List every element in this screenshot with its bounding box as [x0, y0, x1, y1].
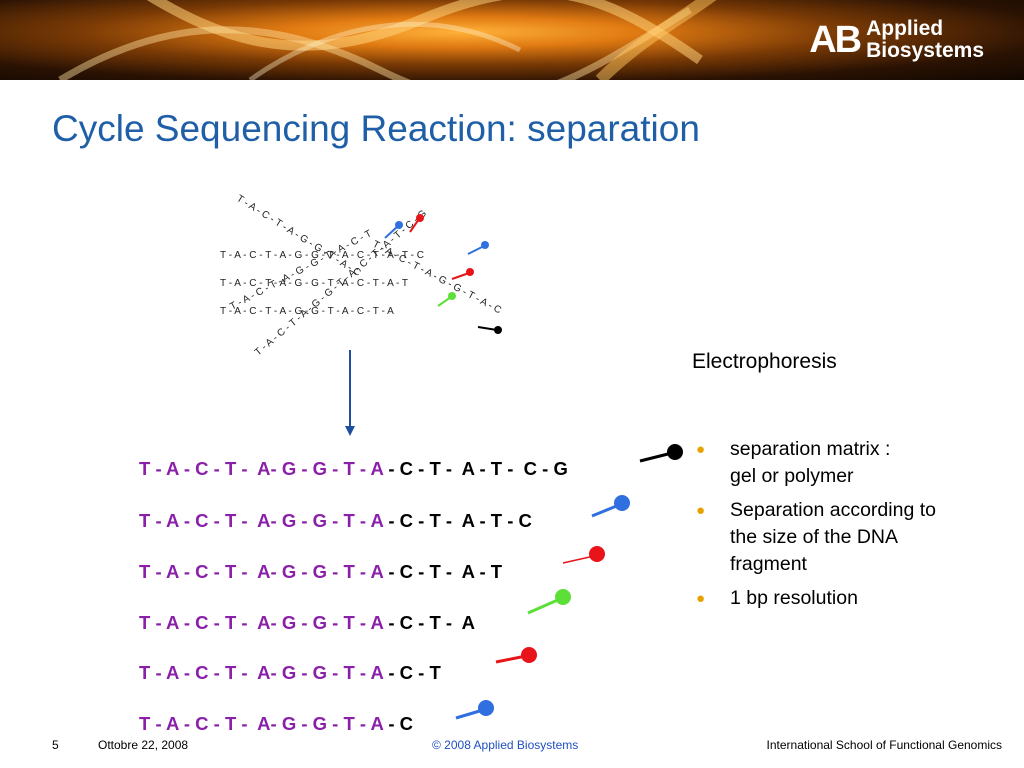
logo-mark: AB	[809, 18, 862, 61]
bullet-dot-icon: ●	[696, 441, 706, 458]
fragment-row-4: T - A - C - T - A- G - G - T - A - C - T…	[139, 612, 476, 633]
bullet-dot-icon: ●	[696, 590, 706, 607]
bullet-item: ● 1 bp resolution	[696, 585, 996, 612]
footer-event: International School of Functional Genom…	[766, 738, 1002, 752]
bullet-item: ● Separation according to the size of th…	[696, 499, 936, 575]
applied-biosystems-logo: AB Applied Biosystems	[809, 14, 984, 66]
bullet-dot-icon: ●	[696, 502, 706, 519]
bullet-list: ● separation matrix : gel or polymer ● S…	[696, 436, 996, 619]
logo-line-2: Biosystems	[866, 39, 984, 62]
strand-dye-tags	[384, 214, 502, 334]
fragment-row-3: T - A - C - T - A- G - G - T - A - C - T…	[139, 561, 503, 582]
strand-3: T - A - C - T - A - G - G - T - A - C - …	[220, 306, 394, 317]
logo-line-1: Applied	[866, 17, 944, 40]
copyright-link[interactable]: © 2008 Applied Biosystems	[432, 738, 579, 752]
header-banner: AB Applied Biosystems	[0, 0, 1024, 80]
slide-title: Cycle Sequencing Reaction: separation	[52, 108, 700, 149]
footer: 5 Ottobre 22, 2008 © 2008 Applied Biosys…	[0, 738, 1024, 758]
fragment-row-1: T - A - C - T - A- G - G - T - A - C - T…	[139, 458, 568, 479]
page-number: 5	[52, 738, 59, 752]
bullet-item: ● separation matrix : gel or polymer	[696, 438, 891, 487]
strand-1: T - A - C - T - A - G - G - T - A - C - …	[220, 250, 424, 261]
down-arrow-icon	[345, 350, 355, 436]
electrophoresis-label: Electrophoresis	[692, 350, 837, 373]
fragment-row-2: T - A - C - T - A- G - G - T - A - C - T…	[139, 510, 532, 531]
footer-date: Ottobre 22, 2008	[98, 738, 189, 752]
dna-helix-background-icon	[58, 0, 717, 80]
fragment-row-5: T - A - C - T - A- G - G - T - A - C - T	[139, 662, 441, 683]
fragment-row-6: T - A - C - T - A- G - G - T - A - C	[139, 713, 414, 734]
strand-2: T - A - C - T - A - G - G - T - A - C - …	[220, 278, 408, 289]
